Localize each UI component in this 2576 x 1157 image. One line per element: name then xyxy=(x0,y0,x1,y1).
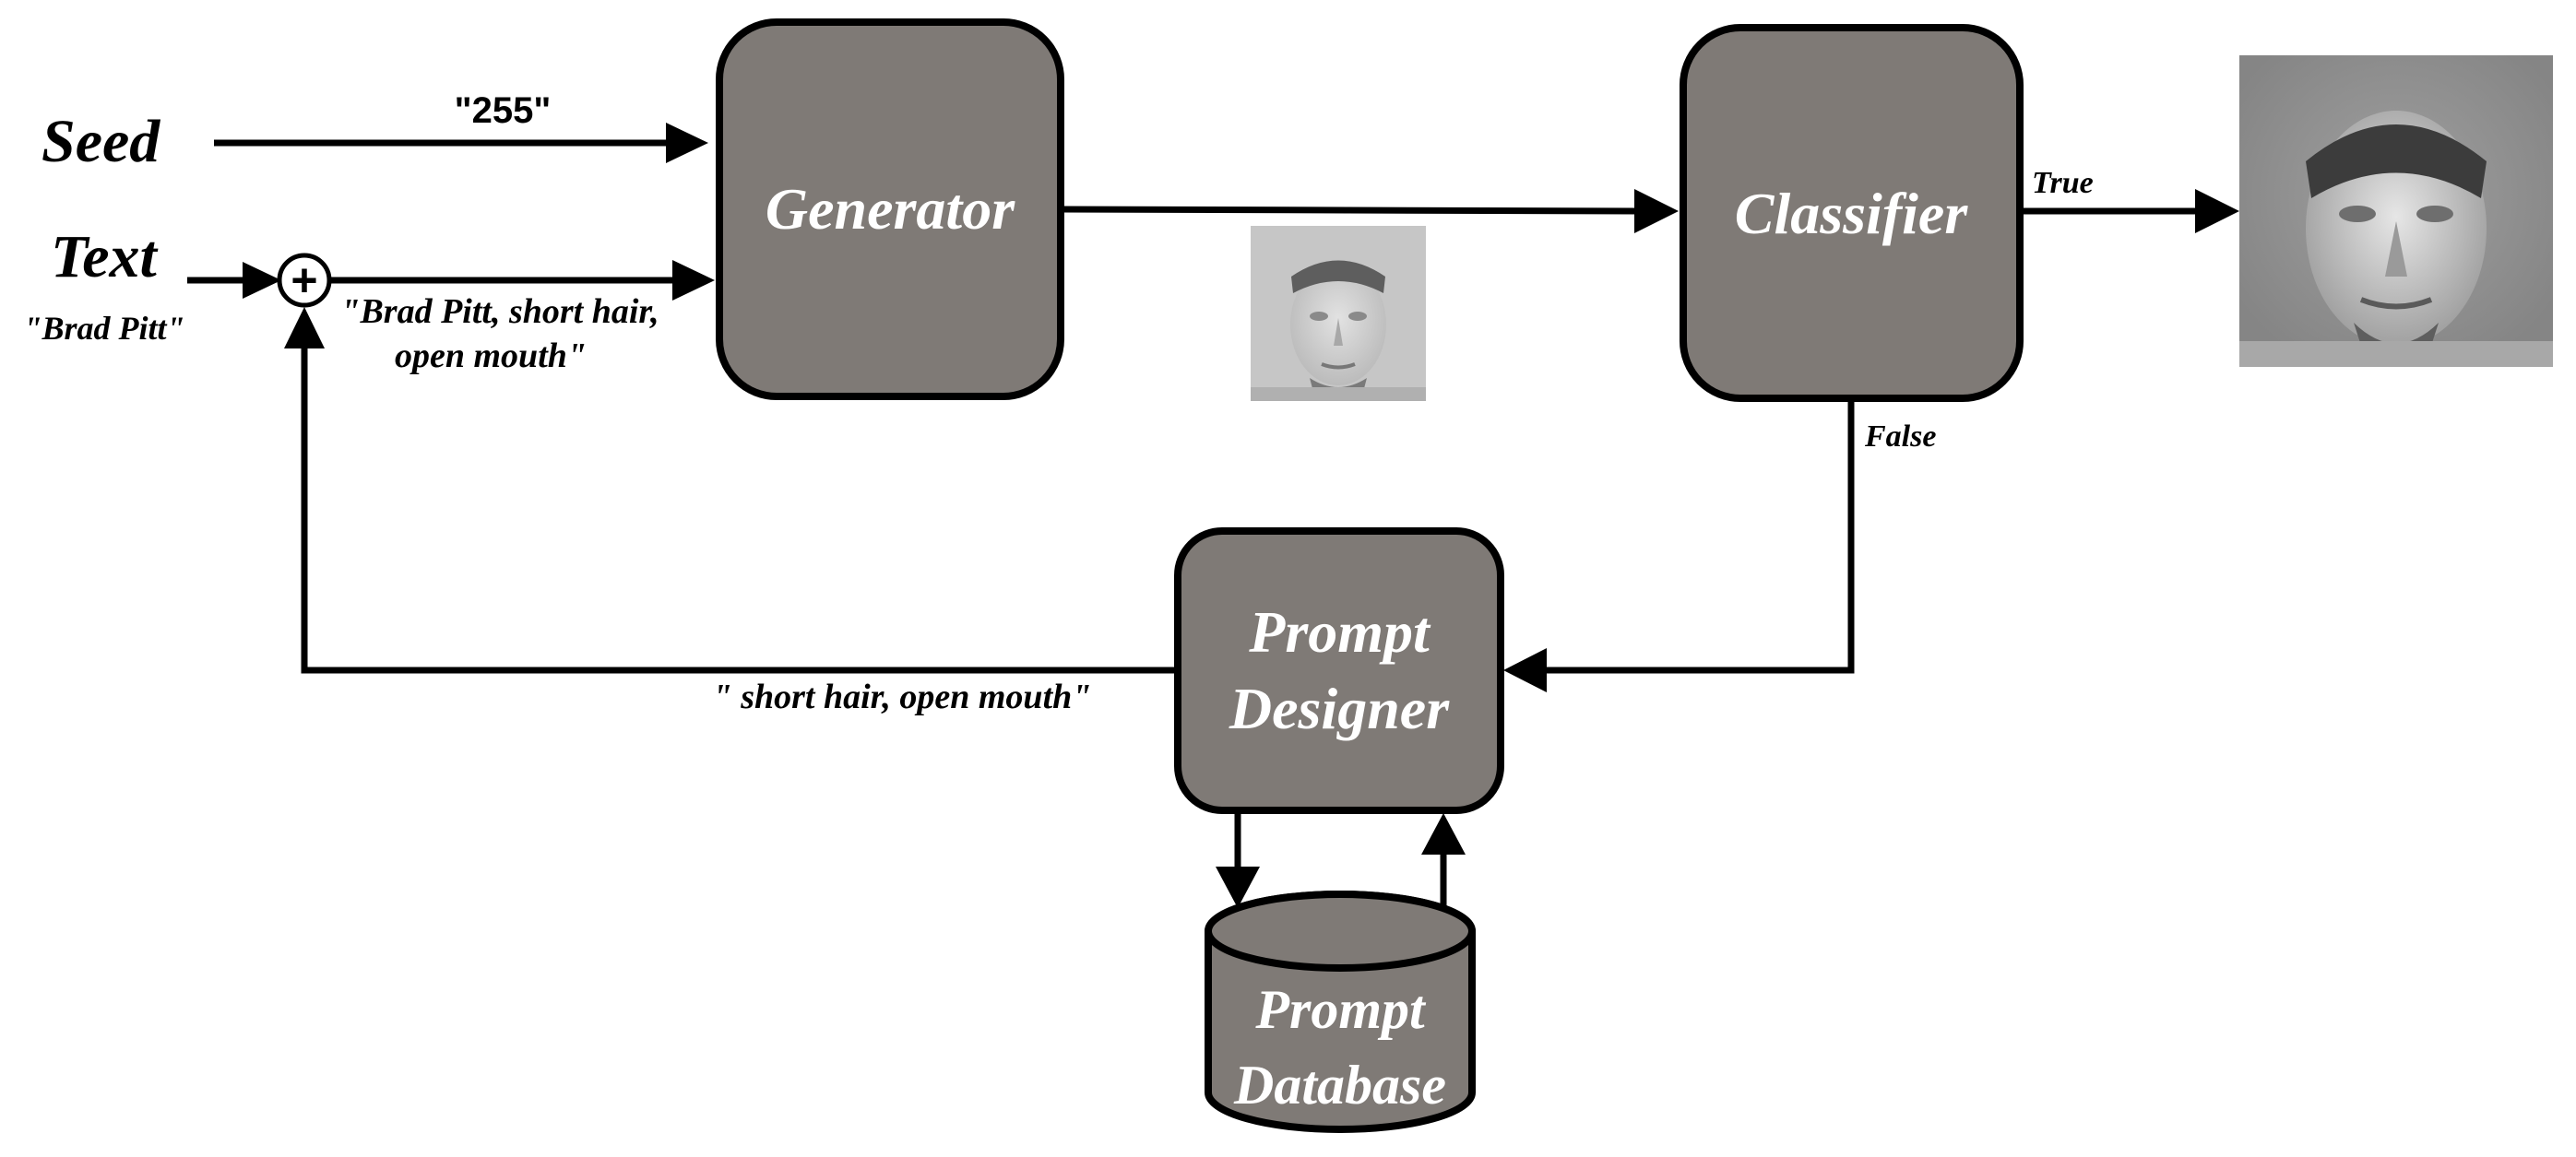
prompt-database-label-line2: Database xyxy=(1233,1055,1446,1116)
output-image xyxy=(2239,55,2553,367)
text-label: Text xyxy=(51,223,159,290)
database-to-designer-arrow xyxy=(1421,813,1466,908)
generator-node: Generator xyxy=(716,18,1064,400)
prompt-designer-label-line2: Designer xyxy=(1229,676,1450,741)
classifier-label: Classifier xyxy=(1735,181,1969,246)
prompt-designer-label-line1: Prompt xyxy=(1248,599,1431,665)
combined-prompt-arrow xyxy=(329,260,715,301)
generator-label: Generator xyxy=(766,176,1015,242)
classifier-node: Classifier xyxy=(1680,24,2024,402)
combined-prompt-line1: "Brad Pitt, short hair, xyxy=(340,292,659,331)
false-label: False xyxy=(1864,419,1936,454)
generated-image-thumbnail xyxy=(1251,226,1426,401)
true-label: True xyxy=(2032,166,2094,200)
combined-prompt-line2: open mouth" xyxy=(395,336,587,375)
designer-to-database-arrow xyxy=(1216,810,1260,908)
sum-symbol: + xyxy=(291,254,317,306)
prompt-designer-node: Prompt Designer xyxy=(1174,527,1504,814)
text-arrow xyxy=(187,262,281,299)
feedback-prompt-label: " short hair, open mouth" xyxy=(713,678,1092,716)
sum-node: + xyxy=(277,253,332,308)
feedback-arrow xyxy=(284,307,1178,674)
generator-to-classifier-arrow xyxy=(1060,189,1679,233)
seed-value-label: "255" xyxy=(455,90,552,131)
text-value-label: "Brad Pitt" xyxy=(24,310,185,347)
prompt-database-node: Prompt Database xyxy=(1205,891,1476,1133)
seed-arrow xyxy=(214,123,708,163)
false-arrow xyxy=(1503,398,1855,692)
prompt-database-label-line1: Prompt xyxy=(1254,979,1427,1040)
true-arrow xyxy=(2020,189,2239,233)
seed-label: Seed xyxy=(42,108,160,175)
